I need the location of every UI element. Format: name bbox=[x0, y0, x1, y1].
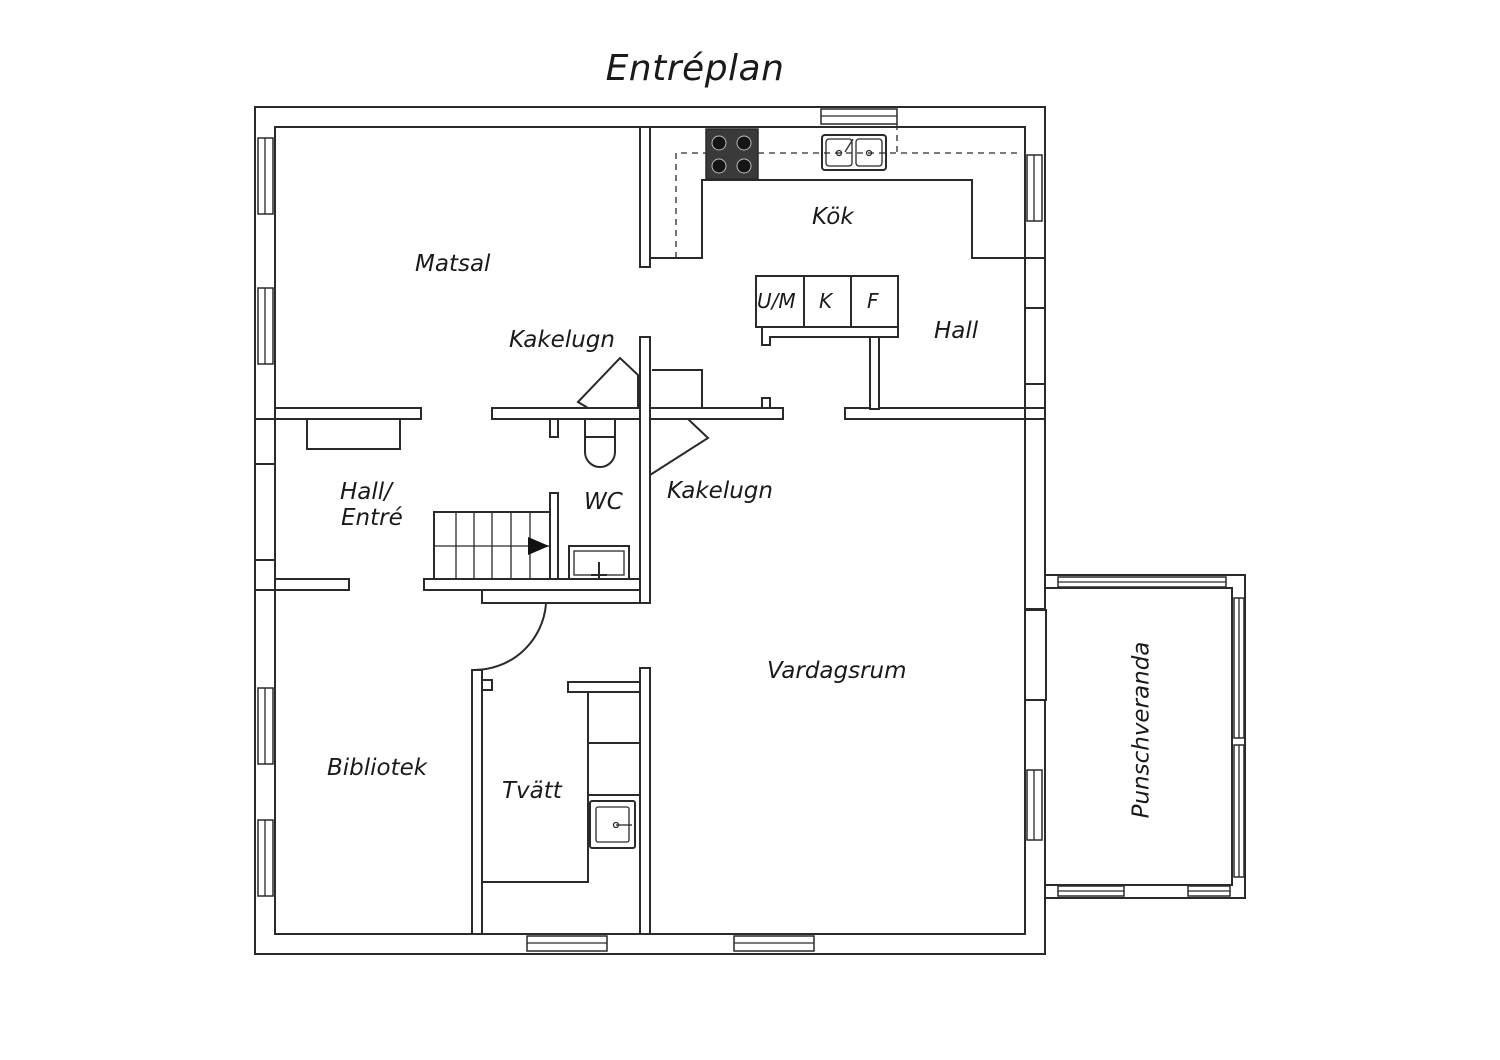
room-label-kakelugn-2: Kakelugn bbox=[667, 478, 773, 504]
room-label-matsal: Matsal bbox=[415, 251, 491, 277]
kitchen-sink-icon bbox=[821, 134, 887, 171]
room-label-kok: Kök bbox=[812, 204, 854, 230]
room-label-vardagsrum: Vardagsrum bbox=[767, 658, 907, 684]
windows bbox=[257, 108, 1245, 952]
room-label-kakelugn-1: Kakelugn bbox=[509, 327, 615, 353]
interior-walls bbox=[254, 126, 1046, 935]
appliance-label-um: U/M bbox=[757, 289, 796, 313]
stove-icon bbox=[705, 128, 759, 180]
room-label-hall-entre-2: Entré bbox=[341, 505, 403, 531]
plan-title: Entréplan bbox=[605, 48, 785, 89]
kitchen-counter bbox=[650, 124, 1025, 346]
room-label-wc: WC bbox=[584, 489, 623, 515]
wc-sink-icon bbox=[568, 545, 630, 580]
entry-bench bbox=[306, 418, 401, 450]
staircase bbox=[433, 492, 559, 580]
toilet-icon bbox=[584, 418, 616, 468]
stair-arrow-icon bbox=[528, 537, 549, 555]
door-arc bbox=[473, 603, 547, 672]
room-label-hall: Hall bbox=[934, 318, 979, 344]
room-label-tvatt: Tvätt bbox=[502, 778, 562, 804]
kakelugn-stoves bbox=[576, 356, 710, 477]
room-label-bibliotek: Bibliotek bbox=[327, 755, 428, 781]
room-label-punschveranda: Punschveranda bbox=[1128, 641, 1155, 819]
appliance-label-f: F bbox=[867, 289, 879, 313]
laundry-counter bbox=[482, 692, 640, 883]
appliance-label-k: K bbox=[819, 289, 833, 313]
room-label-hall-entre-1: Hall/ bbox=[340, 479, 392, 505]
